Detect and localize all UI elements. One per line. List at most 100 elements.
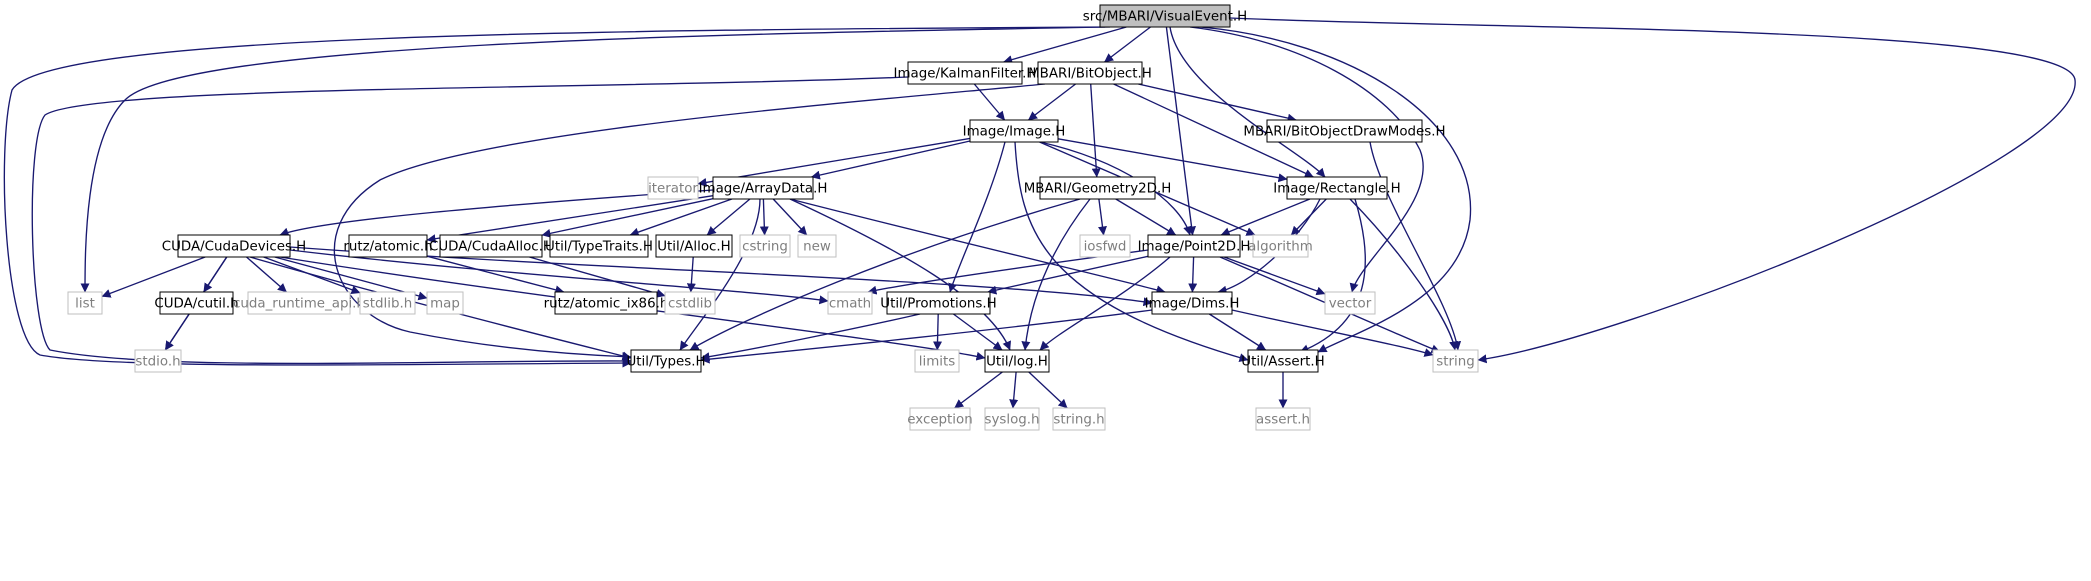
node-box-rectangle — [1286, 176, 1388, 200]
node-label-visualevent: src/MBARI/VisualEvent.H — [1083, 10, 1247, 25]
node-box-exception — [909, 407, 971, 431]
node-box-cstdlib — [664, 291, 716, 315]
node-geometry2d[interactable]: MBARI/Geometry2D.H — [1024, 176, 1172, 200]
edge-rectangle-to-string — [1349, 198, 1459, 351]
node-rectangle[interactable]: Image/Rectangle.H — [1273, 176, 1401, 200]
node-cudaalloc[interactable]: CUDA/CudaAlloc.H — [429, 234, 553, 258]
node-list: list — [67, 291, 103, 315]
nodes-layer: src/MBARI/VisualEvent.H Image/KalmanFilte… — [67, 4, 1479, 431]
edges-layer — [3, 17, 2076, 409]
edge-bitobjectdraw-to-string — [1369, 141, 1462, 351]
node-label-alloc: Util/Alloc.H — [657, 240, 731, 255]
node-label-vector: vector — [1329, 297, 1372, 312]
node-exception: exception — [907, 407, 973, 431]
edge-bitobject-to-types — [333, 83, 1046, 362]
edge-geometry2d-to-point2d — [1115, 198, 1177, 236]
node-cudaruntime: cuda_runtime_api.h — [233, 291, 365, 315]
node-cutil[interactable]: CUDA/cutil.h — [154, 291, 239, 315]
edge-visualevent-to-bitobject — [1104, 26, 1151, 63]
node-box-cudadevices — [177, 234, 291, 258]
node-dims[interactable]: Image/Dims.H — [1145, 291, 1240, 315]
node-label-point2d: Image/Point2D.H — [1138, 240, 1251, 255]
edge-cudadevices-to-types — [249, 256, 632, 361]
node-cudadevices[interactable]: CUDA/CudaDevices.H — [162, 234, 307, 258]
edge-dims-to-assert — [1208, 313, 1267, 351]
node-box-image — [969, 119, 1059, 143]
node-limits: limits — [914, 349, 960, 373]
edge-cudadevices-to-cudaruntime — [246, 256, 287, 293]
node-point2d[interactable]: Image/Point2D.H — [1138, 234, 1251, 258]
node-box-cudaruntime — [247, 291, 351, 315]
node-kalman[interactable]: Image/KalmanFilter.H — [894, 61, 1037, 85]
edge-visualevent-to-list — [80, 26, 1111, 293]
edge-visualevent-to-kalman — [1003, 26, 1127, 64]
node-box-string — [1432, 349, 1479, 373]
node-assert[interactable]: Util/Assert.H — [1241, 349, 1325, 373]
node-box-iterator — [647, 176, 699, 200]
edge-arraydata-to-alloc — [706, 198, 751, 236]
edge-promotions-to-limits — [933, 313, 943, 351]
edge-bitobject-to-rectangle — [1113, 83, 1314, 178]
node-label-stdio: stdio.h — [135, 355, 180, 370]
node-iosfwd: iosfwd — [1079, 234, 1131, 258]
edge-log-to-stringh — [1028, 371, 1068, 409]
node-box-log — [984, 349, 1050, 373]
node-box-stdlib — [359, 291, 416, 315]
node-visualevent[interactable]: src/MBARI/VisualEvent.H — [1083, 4, 1247, 28]
node-label-string: string — [1436, 355, 1474, 370]
node-cmath: cmath — [827, 291, 873, 315]
node-label-cudaruntime: cuda_runtime_api.h — [233, 297, 365, 312]
node-image[interactable]: Image/Image.H — [963, 119, 1066, 143]
edge-dims-to-string — [1231, 309, 1434, 357]
node-label-cutil: CUDA/cutil.h — [154, 297, 238, 312]
node-syslog: syslog.h — [984, 407, 1040, 431]
edge-kalman-to-types — [31, 76, 909, 366]
edge-rutzatomic-to-atomicix86 — [426, 255, 565, 295]
node-box-cudaalloc — [439, 234, 543, 258]
node-arraydata[interactable]: Image/ArrayData.H — [699, 176, 828, 200]
node-label-iosfwd: iosfwd — [1084, 240, 1127, 255]
edge-cutil-to-stdio — [164, 313, 190, 351]
edge-point2d-to-promotions — [987, 255, 1149, 295]
node-types[interactable]: Util/Types.H — [626, 349, 706, 373]
node-bitobjectdraw[interactable]: MBARI/BitObjectDrawModes.H — [1243, 119, 1446, 143]
node-label-arraydata: Image/ArrayData.H — [699, 182, 828, 197]
edge-geometry2d-to-iosfwd — [1098, 198, 1107, 236]
node-box-promotions — [886, 291, 991, 315]
node-label-bitobjectdraw: MBARI/BitObjectDrawModes.H — [1243, 125, 1445, 140]
edge-log-to-exception — [954, 371, 1003, 409]
edge-arraydata-to-typetraits — [629, 198, 733, 237]
edge-arraydata-to-rutzatomic — [426, 195, 714, 244]
edge-point2d-to-vector — [1223, 256, 1326, 296]
node-new: new — [797, 234, 837, 258]
node-box-cmath — [827, 291, 873, 315]
edge-arraydata-to-types — [679, 198, 761, 351]
node-label-types: Util/Types.H — [626, 355, 705, 370]
node-label-iterator: iterator — [648, 182, 698, 197]
node-label-kalman: Image/KalmanFilter.H — [894, 67, 1037, 82]
node-label-typetraits: Util/TypeTraits.H — [545, 240, 653, 255]
edge-visualevent-to-string — [1229, 17, 2076, 364]
edge-arraydata-to-cudadevices — [279, 189, 714, 237]
edge-alloc-to-cstdlib — [686, 256, 696, 293]
node-map: map — [426, 291, 464, 315]
node-rutzatomic[interactable]: rutz/atomic.h — [343, 234, 433, 258]
node-box-stringh — [1052, 407, 1106, 431]
edge-cudadevices-to-map — [274, 256, 428, 301]
node-label-bitobject: MBARI/BitObject.H — [1028, 67, 1152, 82]
node-typetraits[interactable]: Util/TypeTraits.H — [545, 234, 653, 258]
edge-image-to-rectangle — [1057, 138, 1288, 183]
node-bitobject[interactable]: MBARI/BitObject.H — [1028, 61, 1152, 85]
node-string: string — [1432, 349, 1479, 373]
edge-bitobject-to-image — [1027, 83, 1077, 121]
node-label-assert: Util/Assert.H — [1241, 355, 1324, 370]
node-vector: vector — [1324, 291, 1376, 315]
node-label-cmath: cmath — [829, 297, 871, 312]
node-label-dims: Image/Dims.H — [1145, 297, 1240, 312]
node-promotions[interactable]: Util/Promotions.H — [880, 291, 997, 315]
node-atomicix86[interactable]: rutz/atomic_ix86.h — [544, 291, 669, 315]
node-box-vector — [1324, 291, 1376, 315]
node-log[interactable]: Util/log.H — [984, 349, 1050, 373]
node-alloc[interactable]: Util/Alloc.H — [655, 234, 733, 258]
edge-geometry2d-to-types — [689, 198, 1081, 351]
